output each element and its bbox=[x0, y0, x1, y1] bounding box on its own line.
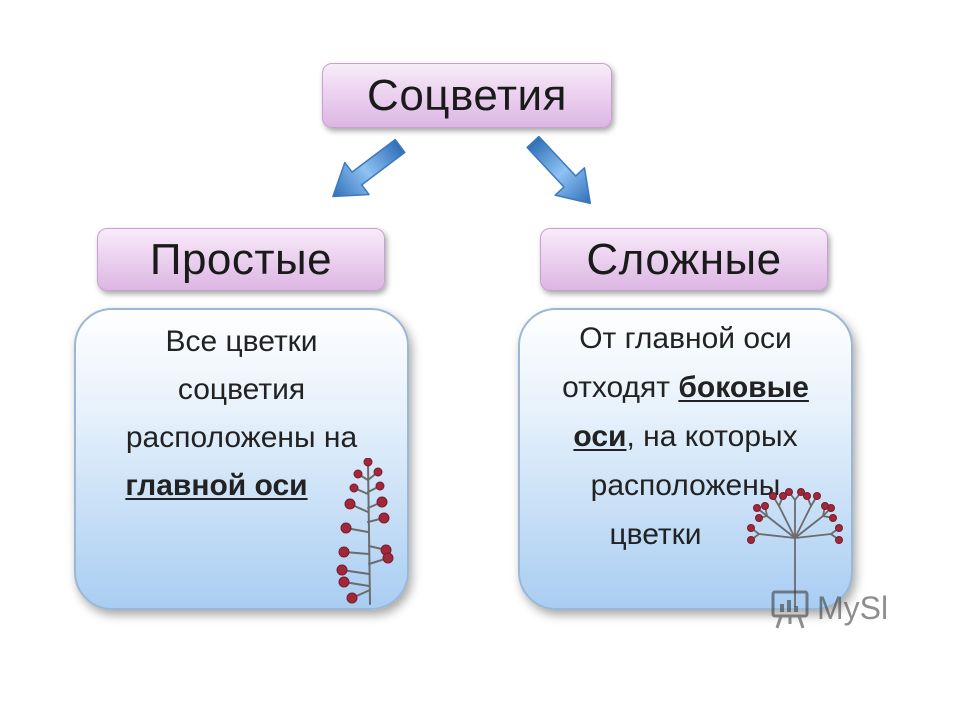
text-span: соцветия bbox=[177, 373, 306, 406]
compound-line-3: оси, на которых bbox=[520, 412, 851, 461]
simple-line-1: Все цветки bbox=[76, 318, 407, 366]
compound-inflorescence-icon bbox=[747, 488, 843, 607]
compound-description-card: От главной оси отходят боковые оси, на к… bbox=[518, 308, 853, 610]
compound-line-1: От главной оси bbox=[520, 314, 851, 363]
watermark: MySl bbox=[765, 586, 896, 632]
simple-title: Простые bbox=[149, 234, 333, 284]
axes-emphasis: оси bbox=[573, 420, 627, 453]
text-span: От главной оси bbox=[579, 322, 792, 355]
compound-line-5: цветки bbox=[520, 510, 851, 559]
main-axis-emphasis: главной оси bbox=[125, 469, 308, 502]
compound-title: Сложные bbox=[586, 234, 782, 284]
simple-header: Простые bbox=[97, 228, 385, 291]
simple-description-card: Все цветки соцветия расположены на главн… bbox=[74, 308, 409, 610]
root-label: Соцветия bbox=[367, 70, 567, 120]
text-span: цветки bbox=[609, 518, 702, 551]
compound-line-4: расположены bbox=[520, 461, 851, 510]
simple-line-3: расположены на bbox=[76, 414, 407, 462]
arrow-right bbox=[526, 135, 592, 205]
text-span: расположены bbox=[590, 469, 781, 502]
compound-description: От главной оси отходят боковые оси, на к… bbox=[520, 314, 851, 559]
text-span: отходят bbox=[562, 371, 679, 404]
simple-description: Все цветки соцветия расположены на главн… bbox=[76, 318, 407, 510]
simple-line-2: соцветия bbox=[76, 366, 407, 414]
text-span: Все цветки bbox=[165, 325, 318, 358]
text-span: , на которых bbox=[626, 420, 798, 453]
watermark-text: MySl bbox=[817, 590, 889, 626]
lateral-emphasis: боковые bbox=[678, 371, 809, 404]
compound-header: Сложные bbox=[540, 228, 828, 291]
root-node: Соцветия bbox=[322, 63, 612, 128]
presentation-board-icon bbox=[771, 590, 809, 629]
text-span: расположены на bbox=[125, 421, 358, 454]
simple-line-4: главной оси bbox=[76, 462, 407, 510]
compound-line-2: отходят боковые bbox=[520, 363, 851, 412]
arrow-left bbox=[332, 138, 406, 198]
simple-inflorescence-icon bbox=[336, 458, 394, 605]
